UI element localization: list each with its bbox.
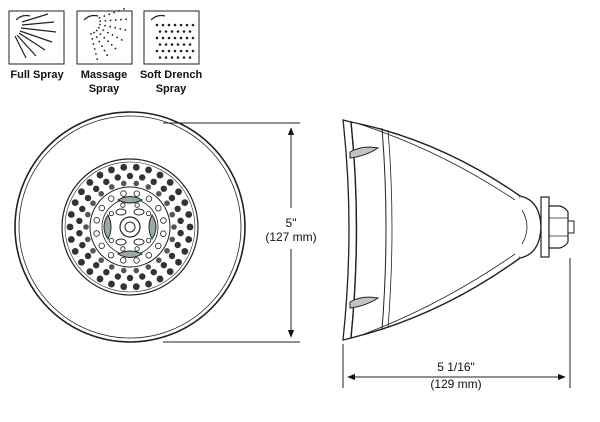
soft-drench-spray-label-line2: Spray xyxy=(156,83,187,95)
height-dimension: 5" (127 mm) xyxy=(163,122,317,343)
spray-mode-soft-drench: Soft Drench Spray xyxy=(140,10,203,95)
massage-spray-label-line2: Spray xyxy=(89,83,120,95)
showerhead-side-view xyxy=(342,119,575,341)
height-mm: (127 mm) xyxy=(265,230,316,244)
full-spray-icon xyxy=(8,10,65,65)
soft-drench-spray-label-line1: Soft Drench xyxy=(140,69,203,81)
svg-text:Full Spray: Full Spray xyxy=(10,69,64,81)
depth-mm: (129 mm) xyxy=(430,377,481,391)
height-inches: 5" xyxy=(286,216,297,230)
showerhead-front-view xyxy=(14,111,246,343)
depth-dimension: 5 1/16" (129 mm) xyxy=(342,258,571,391)
soft-drench-spray-icon xyxy=(143,10,200,65)
spray-mode-full: Full Spray xyxy=(8,10,65,81)
depth-inches: 5 1/16" xyxy=(437,360,475,374)
full-spray-label: Full Spray xyxy=(10,69,64,81)
massage-spray-label-line1: Massage xyxy=(81,69,127,81)
spray-mode-massage: Massage Spray xyxy=(76,8,133,95)
